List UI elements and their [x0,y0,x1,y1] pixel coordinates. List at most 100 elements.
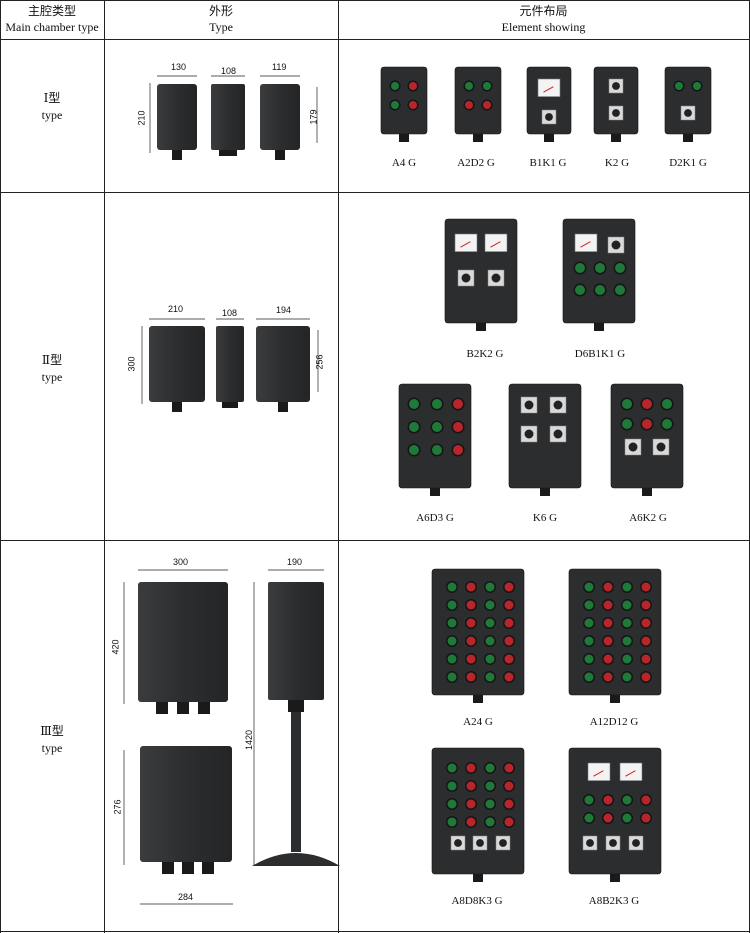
green-button [447,618,457,628]
meter-face [619,762,643,781]
green-button [485,654,495,664]
dim-label: 194 [276,305,292,315]
element-caption: A4 G [391,157,417,169]
green-button [615,285,625,295]
red-button [603,813,613,823]
row-type-1-label: Ⅰ型 type [0,90,104,124]
red-button [504,618,514,628]
switch-knob [553,429,563,439]
switch-knob [545,113,553,121]
element-caption: A24 G [463,716,493,728]
green-button [447,781,457,791]
switch-knob [491,273,501,283]
enclosure-panel [454,66,502,135]
green-button [485,582,495,592]
switch-knob [628,442,638,452]
header-type: 外形 Type [104,3,338,35]
table-border-top [0,0,750,1]
dim-label: 108 [221,66,237,76]
green-button [485,763,495,773]
dim-label: 210 [168,304,184,314]
element-caption: A6K2 G [629,512,667,524]
red-button [466,582,476,592]
meter-needle [625,770,636,777]
row-type-cn: Ⅰ型 [43,91,61,105]
green-button [584,636,594,646]
red-button [641,813,651,823]
red-button [641,618,651,628]
green-button [485,817,495,827]
meter-needle [593,770,604,777]
green-button [409,422,419,432]
switch-knob [612,82,620,90]
row-type-en: type [41,108,63,122]
green-button [662,419,672,429]
green-button [675,82,683,90]
green-button [409,399,419,409]
element-caption: B1K1 G [529,157,567,169]
switch-knob [524,400,534,410]
red-button [504,600,514,610]
cable-gland [642,488,652,496]
green-button [485,600,495,610]
green-button [432,445,442,455]
red-button [453,399,463,409]
dim-label: 190 [287,557,303,567]
green-button [432,399,442,409]
green-button [584,654,594,664]
dim-label: 284 [178,892,194,902]
switch-knob [499,839,507,847]
element-caption: A8B2K3 G [588,895,640,907]
green-button [447,763,457,773]
red-button [641,795,651,805]
green-button [485,799,495,809]
dimension-lines [123,75,324,905]
element-caption: A2D2 G [457,157,495,169]
element-caption: K6 G [532,512,558,524]
green-button [447,672,457,682]
cable-gland [610,695,620,703]
element-caption: A12D12 G [589,716,639,728]
red-button [603,636,613,646]
red-button [466,654,476,664]
red-button [453,422,463,432]
red-button [642,399,652,409]
red-button [504,763,514,773]
red-button [504,781,514,791]
red-button [603,618,613,628]
red-button [603,582,613,592]
green-button [595,263,605,273]
green-button [622,600,632,610]
cable-gland [610,874,620,882]
green-button [622,672,632,682]
row-type-en: type [41,741,63,755]
green-button [584,672,594,682]
table-row-divider [0,39,750,40]
red-button [453,445,463,455]
switch-knob [454,839,462,847]
cable-gland [430,488,440,496]
table-border-left [0,0,1,933]
meter-face [537,78,561,97]
green-button [615,263,625,273]
green-button [485,636,495,646]
cable-gland [473,134,483,142]
row-type-en: type [41,370,63,384]
switch-knob [609,839,617,847]
table-col-divider [338,0,339,933]
switch-knob [656,442,666,452]
red-button [641,672,651,682]
green-button [575,263,585,273]
green-button [622,419,632,429]
row-type-2-label: Ⅱ型 type [0,352,104,386]
green-button [447,636,457,646]
green-button [447,817,457,827]
meter-face [587,762,611,781]
green-button [575,285,585,295]
meter-needle [460,241,471,248]
red-button [466,636,476,646]
green-button [584,582,594,592]
switch-knob [684,109,692,117]
